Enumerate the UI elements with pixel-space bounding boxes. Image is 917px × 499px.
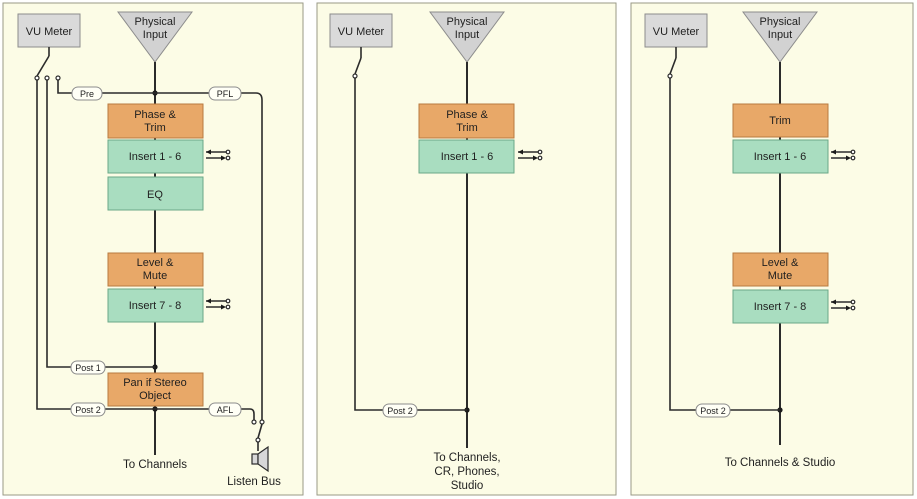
physical-input-label-line-2: Input: [143, 29, 167, 41]
insert-1-6-label: Insert 1 - 6: [441, 151, 494, 163]
pan-if-stereo-block: [107, 372, 204, 407]
listen-bus-label: Listen Bus: [227, 476, 281, 488]
speaker-icon: [251, 445, 269, 473]
afl-line: [155, 408, 255, 420]
insert-7-8-block: [107, 288, 204, 323]
phase-trim-label-line-1: Phase &: [446, 109, 488, 121]
phase-trim-block: [418, 103, 515, 139]
phase-trim-label-line-1: Phase &: [134, 109, 176, 121]
eq-label: EQ: [147, 189, 163, 201]
vu-meter-box: [644, 13, 708, 48]
insert-7-8-label: Insert 7 - 8: [754, 301, 807, 313]
phase-trim-label-line-2: Trim: [144, 122, 166, 134]
insert-7-8-label: Insert 7 - 8: [129, 300, 182, 312]
physical-input-label-line-2: Input: [768, 29, 792, 41]
vu-meter-box: [329, 13, 393, 48]
switch-contact: [44, 75, 50, 81]
post-2-tap-line: [354, 78, 467, 411]
output-label: To Channels: [123, 459, 187, 471]
panel-1: VU Meter Physical Input Pre PFL Post 1 P…: [2, 2, 304, 496]
trim-block: [732, 103, 829, 138]
listen-switch-arm: [257, 423, 263, 439]
output-label-line-3: Studio: [451, 480, 484, 492]
switch-contact: [34, 75, 40, 81]
pre-tap-line: [57, 80, 155, 94]
physical-input-label-line-2: Input: [455, 29, 479, 41]
physical-input-triangle: [742, 11, 818, 63]
vu-selector-switch-arm: [669, 57, 677, 75]
tag-pre-label: Pre: [80, 89, 94, 99]
phase-trim-block: [107, 103, 204, 139]
level-mute-label-line-1: Level &: [762, 257, 799, 269]
insert-1-6-label: Insert 1 - 6: [129, 151, 182, 163]
tag-pfl: [208, 86, 242, 101]
insert-1-6-block: [107, 139, 204, 174]
level-mute-block: [732, 252, 829, 287]
tag-post-2: [695, 403, 731, 418]
tag-post-2: [70, 402, 106, 417]
insert-send-return-icon: [206, 298, 231, 310]
vu-selector-switch-arm: [36, 55, 50, 77]
eq-block: [107, 176, 204, 211]
post-1-tap-line: [46, 80, 155, 368]
tag-post-2-label: Post 2: [75, 405, 101, 415]
vu-meter-box: [17, 13, 81, 48]
insert-7-8-block: [732, 289, 829, 324]
tag-afl: [208, 402, 242, 417]
physical-input-triangle: [429, 11, 505, 63]
vu-meter-label: VU Meter: [26, 26, 73, 38]
insert-1-6-label: Insert 1 - 6: [754, 151, 807, 163]
insert-send-return-icon: [831, 149, 856, 161]
vu-selector-switch-arm: [354, 57, 362, 75]
tag-pfl-label: PFL: [217, 89, 234, 99]
physical-input-label-line-1: Physical: [760, 16, 801, 28]
insert-1-6-block: [732, 139, 829, 174]
physical-input-label-line-1: Physical: [447, 16, 488, 28]
pfl-line: [155, 92, 263, 420]
tag-post-1: [70, 360, 106, 375]
level-mute-label-line-2: Mute: [768, 270, 792, 282]
tag-post-2-label: Post 2: [700, 406, 726, 416]
tag-afl-label: AFL: [217, 405, 234, 415]
trim-label: Trim: [769, 115, 791, 127]
level-mute-label-line-2: Mute: [143, 270, 167, 282]
phase-trim-label-line-2: Trim: [456, 122, 478, 134]
level-mute-block: [107, 252, 204, 287]
tag-post-1-label: Post 1: [75, 363, 101, 373]
output-label: To Channels & Studio: [725, 457, 836, 469]
physical-input-label-line-1: Physical: [135, 16, 176, 28]
switch-contact: [55, 75, 61, 81]
physical-input-triangle: [117, 11, 193, 63]
output-label-line-1: To Channels,: [433, 452, 500, 464]
post-2-tap-line: [669, 78, 780, 411]
panel-2: VU Meter Physical Input Post 2 Phase & T…: [316, 2, 617, 496]
output-label-line-2: CR, Phones,: [434, 466, 499, 478]
switch-contact: [259, 419, 265, 425]
pan-if-stereo-label-line-1: Pan if Stereo: [123, 377, 187, 389]
vu-meter-label: VU Meter: [338, 26, 385, 38]
switch-contact: [255, 437, 261, 443]
post-2-tap-line: [36, 80, 155, 410]
switch-contact: [251, 419, 257, 425]
switch-contact: [667, 73, 673, 79]
level-mute-label-line-1: Level &: [137, 257, 174, 269]
vu-meter-label: VU Meter: [653, 26, 700, 38]
insert-send-return-icon: [518, 149, 543, 161]
panel-1-background: [2, 2, 304, 496]
panel-3: VU Meter Physical Input Post 2 Trim Inse…: [630, 2, 914, 496]
switch-contact: [352, 73, 358, 79]
insert-send-return-icon: [206, 149, 231, 161]
insert-send-return-icon: [831, 299, 856, 311]
insert-1-6-block: [418, 139, 515, 174]
panel-3-background: [630, 2, 914, 496]
pan-if-stereo-label-line-2: Object: [139, 390, 171, 402]
tag-post-2-label: Post 2: [387, 406, 413, 416]
tag-pre: [71, 86, 103, 101]
tag-post-2: [382, 403, 418, 418]
